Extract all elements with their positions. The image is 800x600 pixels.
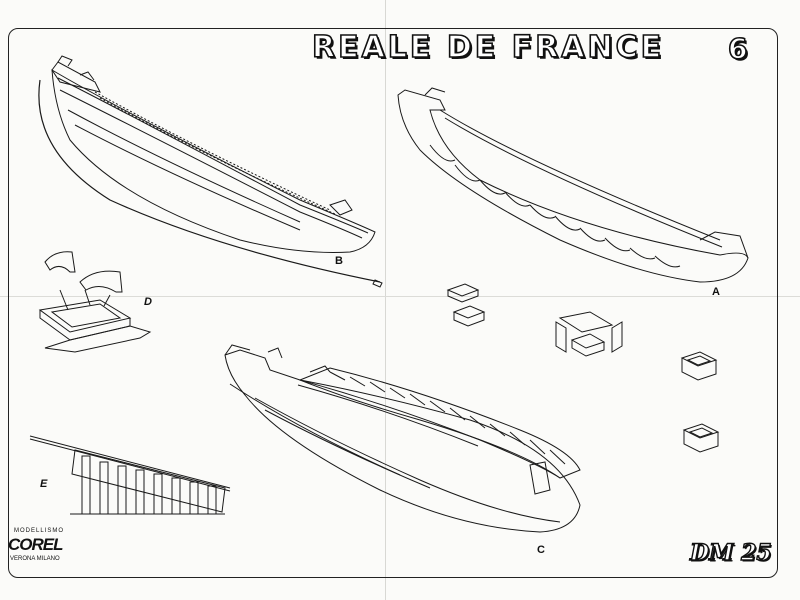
sheet-number: 6 bbox=[727, 31, 748, 66]
view-label-a: A bbox=[712, 286, 720, 298]
drawing-code: DM 25 bbox=[689, 539, 772, 566]
small-parts bbox=[446, 283, 720, 453]
view-label-e: E bbox=[40, 478, 48, 490]
hull-view-a bbox=[397, 87, 749, 283]
sheet-title: REALE DE FRANCE bbox=[311, 29, 665, 66]
fold-line-vertical bbox=[385, 0, 386, 600]
view-label-b: B bbox=[335, 255, 343, 267]
manufacturer-logo: MODELLISMO COREL VERONA MILANO bbox=[4, 528, 74, 572]
drawing-frame bbox=[8, 28, 778, 578]
fold-line-horizontal bbox=[0, 296, 800, 297]
hull-view-c bbox=[224, 344, 581, 533]
logo-brand-text: COREL bbox=[8, 535, 63, 554]
detail-view-d bbox=[38, 251, 152, 353]
logo-bottom-text: VERONA MILANO bbox=[10, 556, 60, 562]
hull-view-b bbox=[38, 55, 383, 288]
view-label-d: D bbox=[144, 296, 152, 308]
detail-view-e bbox=[29, 435, 231, 515]
view-label-c: C bbox=[537, 544, 545, 556]
logo-top-text: MODELLISMO bbox=[14, 528, 65, 534]
